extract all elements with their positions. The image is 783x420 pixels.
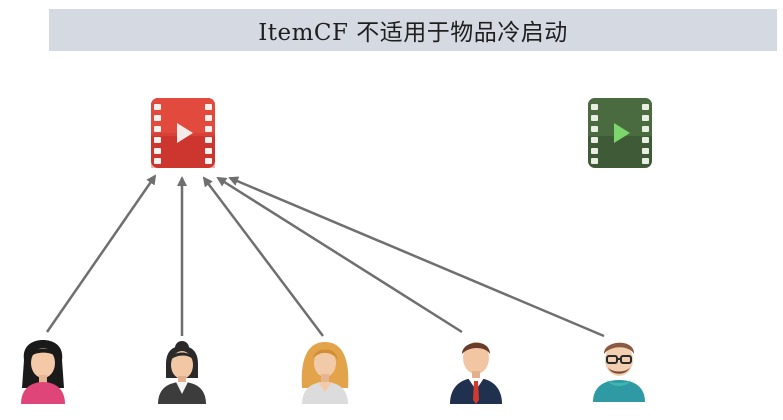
user-businesswoman-icon [158,341,206,404]
user-woman-icon [21,340,65,404]
video-film-icon [588,98,652,168]
page-title: ItemCF 不适用于物品冷启动 [258,20,568,46]
interaction-arrows [45,174,605,338]
video-film-icon [151,98,215,168]
user-blonde-woman-icon [301,342,349,404]
arrow-user-4 [216,176,463,334]
arrow-user-5 [228,176,605,338]
arrow-user-1 [45,174,157,333]
title-banner: ItemCF 不适用于物品冷启动 [49,9,777,51]
user-glasses-man-icon [593,342,645,402]
arrow-user-3 [202,176,324,337]
user-businessman-icon [450,342,502,404]
